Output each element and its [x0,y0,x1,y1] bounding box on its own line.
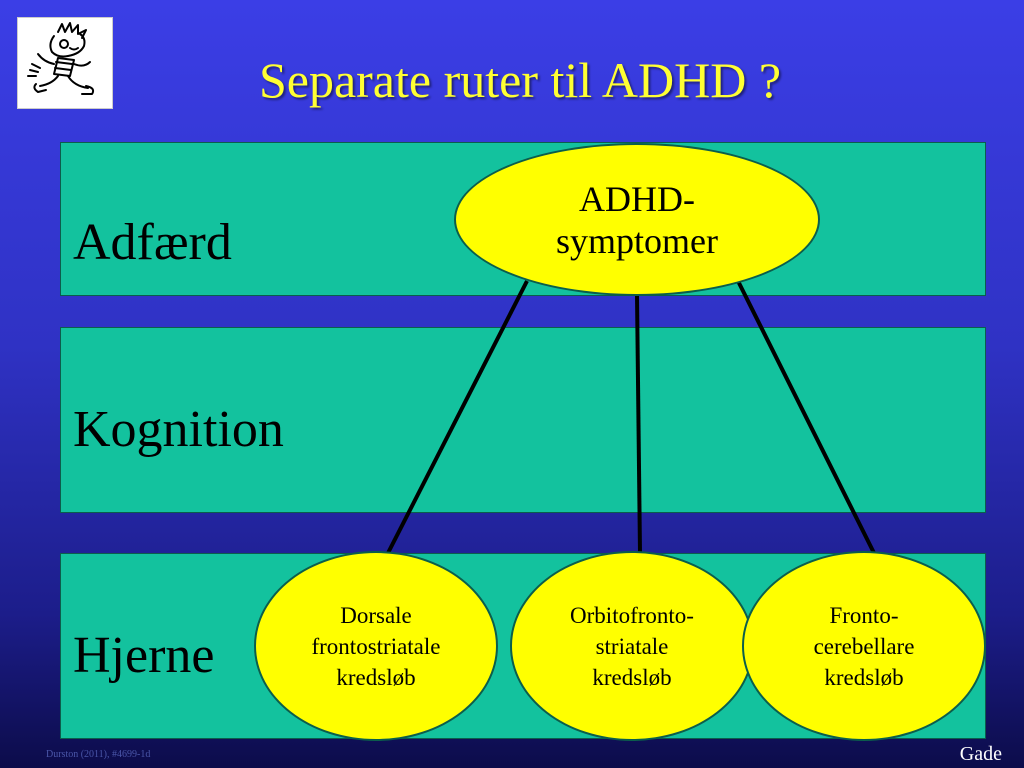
band-label-behavior: Adfærd [73,214,232,271]
band-cognition: Kognition [60,327,986,513]
node-cerebellar-circuit: Fronto- cerebellare kredsløb [742,551,986,741]
node-adhd-symptoms: ADHD- symptomer [454,143,820,296]
slide-title: Separate ruter til ADHD ? [258,52,782,108]
connector-line-cerebellar [736,280,876,554]
citation: Durston (2011), #4699-1d [46,749,151,760]
node-orbitofronto-circuit: Orbitofronto- striatale kredsløb [510,551,754,741]
band-label-cognition: Kognition [73,401,284,458]
node-adhd-symptoms-label: ADHD- symptomer [556,178,718,261]
connector-line-orbito [635,294,642,554]
node-orbitofronto-circuit-label: Orbitofronto- striatale kredsløb [570,602,694,690]
connector-line-dorsal [386,280,529,554]
node-dorsal-circuit: Dorsale frontostriatale kredsløb [254,551,498,741]
node-cerebellar-circuit-label: Fronto- cerebellare kredsløb [813,602,915,690]
band-label-brain: Hjerne [73,627,215,684]
cartoon-character-icon [27,22,95,95]
author-name: Gade [959,743,1002,765]
node-dorsal-circuit-label: Dorsale frontostriatale kredsløb [311,602,441,690]
logo [17,17,113,109]
